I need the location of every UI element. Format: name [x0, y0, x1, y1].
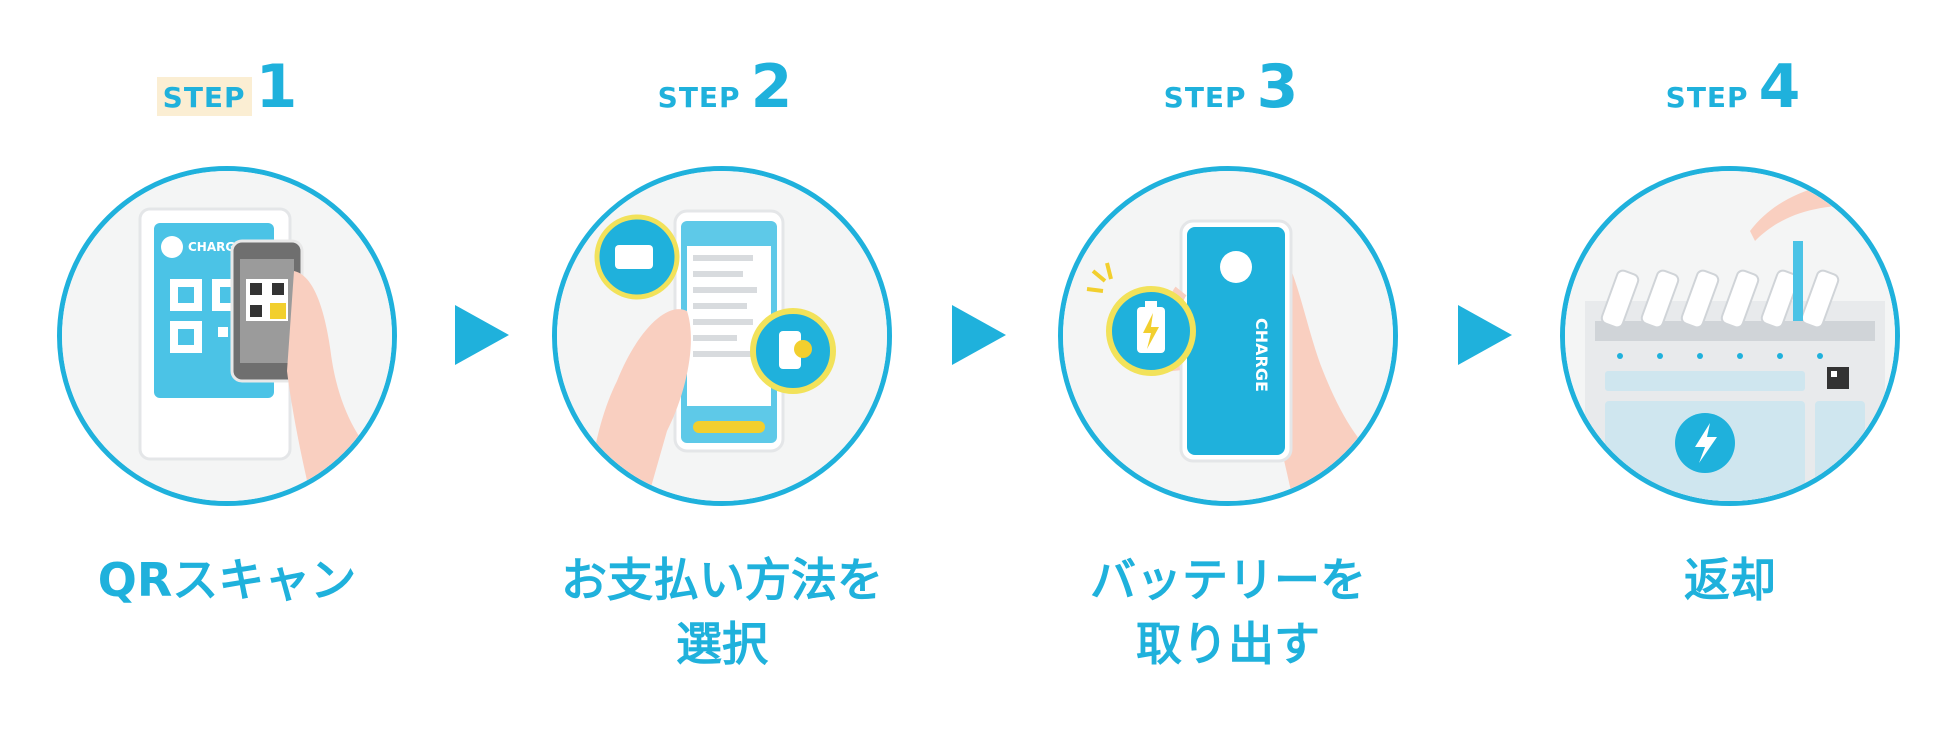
step-number: 2 [750, 52, 793, 122]
svg-text:CHARGE: CHARGE [1252, 318, 1271, 392]
battery-takeout-icon: CHARGE [1063, 171, 1393, 501]
step-2-heading: STEP 2 [532, 52, 912, 122]
svg-text:CHARGE: CHARGE [188, 240, 243, 254]
next-arrow-icon [455, 305, 509, 365]
step-number: 4 [1758, 52, 1801, 122]
step-label: STEP [1163, 81, 1247, 114]
step-number: 1 [255, 52, 298, 122]
caption-line: お支払い方法を [561, 553, 883, 607]
step-2-caption: お支払い方法を 選択 [532, 548, 912, 676]
return-battery-icon [1565, 171, 1895, 501]
next-arrow-icon [1458, 305, 1512, 365]
caption-line: 返却 [1684, 553, 1776, 607]
qr-scan-illustration: CHARGE [57, 166, 397, 506]
step-3-heading: STEP 3 [1038, 52, 1418, 122]
caption-line: QRスキャン [97, 553, 357, 607]
caption-line: 取り出す [1136, 617, 1320, 671]
step-label: STEP [156, 77, 252, 116]
step-4: STEP 4 [1540, 0, 1920, 749]
step-number: 3 [1256, 52, 1299, 122]
step-1-caption: QRスキャン [37, 548, 417, 612]
step-2: STEP 2 お支払い方法を 選択 [532, 0, 912, 749]
payment-illustration [552, 166, 892, 506]
step-label: STEP [657, 81, 741, 114]
step-3: STEP 3 CHARGE バッテリーを 取り出す [1038, 0, 1418, 749]
qr-scan-icon: CHARGE [62, 171, 392, 501]
caption-line: バッテリーを [1090, 553, 1366, 607]
next-arrow-icon [952, 305, 1006, 365]
return-illustration [1560, 166, 1900, 506]
payment-method-icon [557, 171, 887, 501]
step-label: STEP [1665, 81, 1749, 114]
battery-illustration: CHARGE [1058, 166, 1398, 506]
caption-line: 選択 [676, 617, 768, 671]
step-4-caption: 返却 [1540, 548, 1920, 612]
step-4-heading: STEP 4 [1540, 52, 1920, 122]
step-3-caption: バッテリーを 取り出す [1038, 548, 1418, 676]
